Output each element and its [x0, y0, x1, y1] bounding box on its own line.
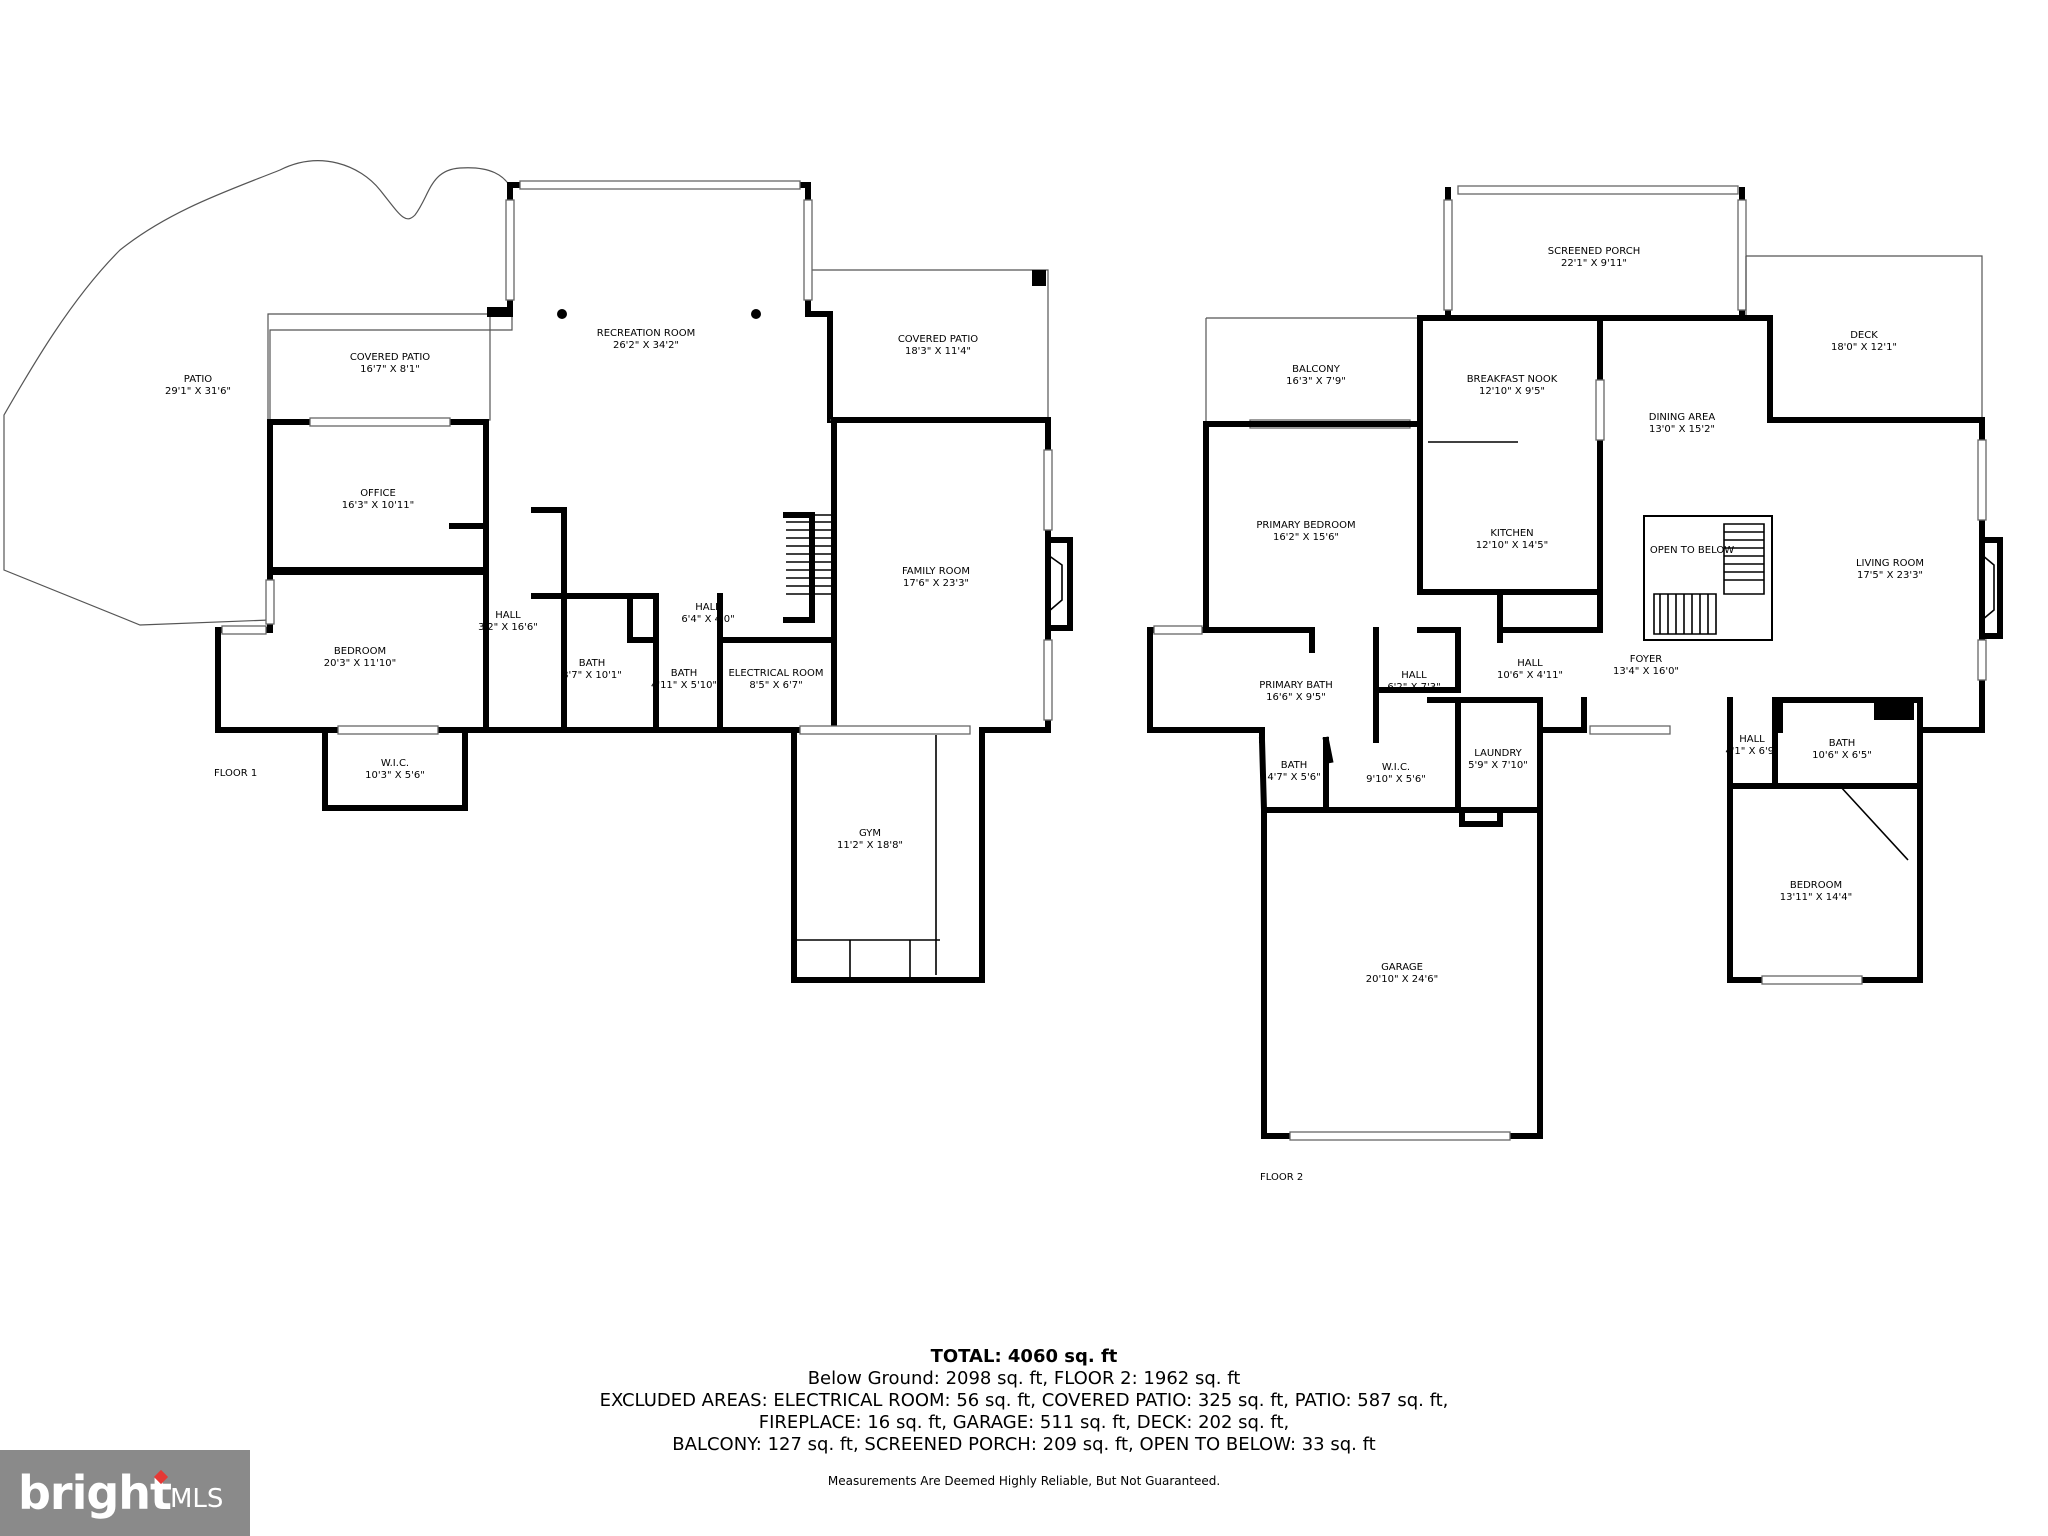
- f1-covered-patio-left-dims: 16'7" X 8'1": [360, 364, 420, 375]
- f1-wic-name: W.I.C.: [381, 758, 409, 769]
- f2-wic-dims: 9'10" X 5'6": [1366, 774, 1426, 785]
- f1-gym-dims: 11'2" X 18'8": [837, 840, 903, 851]
- f2-bedroom-name: BEDROOM: [1790, 880, 1842, 891]
- floor-2-plan: SCREENED PORCH 22'1" X 9'11" DECK 18'0" …: [1147, 185, 2003, 1183]
- f2-bath-a-name: BATH: [1829, 738, 1856, 749]
- f1-hall-a-dims: 3'2" X 16'6": [478, 622, 538, 633]
- logo-brand-text: bright: [18, 1466, 172, 1520]
- f1-hall-b-name: HALL: [695, 602, 721, 613]
- f2-bath-b-name: BATH: [1281, 760, 1308, 771]
- f1-covered-patio-right-dims: 18'3" X 11'4": [905, 346, 971, 357]
- f1-covered-patio-right-name: COVERED PATIO: [898, 334, 978, 345]
- f1-office-name: OFFICE: [360, 488, 396, 499]
- f1-electrical-room-dims: 8'5" X 6'7": [749, 680, 802, 691]
- f2-primary-bath-name: PRIMARY BATH: [1259, 680, 1333, 691]
- f2-living-room-name: LIVING ROOM: [1856, 558, 1924, 569]
- f2-primary-bedroom-name: PRIMARY BEDROOM: [1256, 520, 1355, 531]
- f2-hall-c-dims: 4'1" X 6'9": [1725, 746, 1778, 757]
- f1-bath-b-name: BATH: [671, 668, 698, 679]
- f2-balcony-dims: 16'3" X 7'9": [1286, 376, 1346, 387]
- f2-hall-a-dims: 6'2" X 7'3": [1387, 682, 1440, 693]
- floor-2-label: FLOOR 2: [1260, 1172, 1303, 1183]
- f2-breakfast-nook-dims: 12'10" X 9'5": [1479, 386, 1545, 397]
- f2-screened-porch-name: SCREENED PORCH: [1548, 246, 1640, 257]
- f1-wic-dims: 10'3" X 5'6": [365, 770, 425, 781]
- summary-disclaimer: Measurements Are Deemed Highly Reliable,…: [827, 1474, 1221, 1488]
- f2-bedroom-dims: 13'11" X 14'4": [1780, 892, 1852, 903]
- f2-foyer-name: FOYER: [1630, 654, 1663, 665]
- f2-dining-area-name: DINING AREA: [1649, 412, 1716, 423]
- f1-bath-a-dims: 8'7" X 10'1": [562, 670, 622, 681]
- f2-screened-porch-dims: 22'1" X 9'11": [1561, 258, 1627, 269]
- f1-family-room-dims: 17'6" X 23'3": [903, 578, 969, 589]
- f2-living-room-dims: 17'5" X 23'3": [1857, 570, 1923, 581]
- f2-kitchen-dims: 12'10" X 14'5": [1476, 540, 1548, 551]
- f2-open-to-below-label: OPEN TO BELOW: [1650, 545, 1734, 556]
- summary-line-4: BALCONY: 127 sq. ft, SCREENED PORCH: 209…: [672, 1434, 1376, 1455]
- summary-total: TOTAL: 4060 sq. ft: [930, 1346, 1118, 1367]
- f2-dining-area-dims: 13'0" X 15'2": [1649, 424, 1715, 435]
- f1-family-room-name: FAMILY ROOM: [902, 566, 970, 577]
- f1-office-dims: 16'3" X 10'11": [342, 500, 414, 511]
- recreation-room-walls: [487, 182, 833, 423]
- f2-garage-name: GARAGE: [1381, 962, 1423, 973]
- summary-line-2: EXCLUDED AREAS: ELECTRICAL ROOM: 56 sq. …: [599, 1390, 1449, 1411]
- f2-primary-bedroom-dims: 16'2" X 15'6": [1273, 532, 1339, 543]
- f2-bath-b-dims: 4'7" X 5'6": [1267, 772, 1320, 783]
- f1-bedroom-name: BEDROOM: [334, 646, 386, 657]
- f1-patio-dims: 29'1" X 31'6": [165, 386, 231, 397]
- f1-bedroom-dims: 20'3" X 11'10": [324, 658, 396, 669]
- f2-hall-b-dims: 10'6" X 4'11": [1497, 670, 1563, 681]
- f2-foyer-dims: 13'4" X 16'0": [1613, 666, 1679, 677]
- f1-hall-b-dims: 6'4" X 4'0": [681, 614, 734, 625]
- f2-laundry-name: LAUNDRY: [1474, 748, 1522, 759]
- floor-1-label: FLOOR 1: [214, 768, 257, 779]
- summary-line-3: FIREPLACE: 16 sq. ft, GARAGE: 511 sq. ft…: [758, 1412, 1290, 1433]
- f2-wic-name: W.I.C.: [1382, 762, 1410, 773]
- f1-hall-a-name: HALL: [495, 610, 521, 621]
- floor-1-plan: PATIO 29'1" X 31'6" COVERED PATIO 16'7" …: [3, 160, 1073, 983]
- f1-gym-name: GYM: [859, 828, 881, 839]
- f2-garage-dims: 20'10" X 24'6": [1366, 974, 1438, 985]
- bright-mls-logo: bright MLS: [0, 1450, 250, 1536]
- f2-hall-c-name: HALL: [1739, 734, 1765, 745]
- patio-outline: [3, 160, 513, 626]
- f1-bath-a-name: BATH: [579, 658, 606, 669]
- f2-laundry-dims: 5'9" X 7'10": [1468, 760, 1528, 771]
- f1-recreation-room-dims: 26'2" X 34'2": [613, 340, 679, 351]
- f2-hall-b-name: HALL: [1517, 658, 1543, 669]
- f2-bath-a-dims: 10'6" X 6'5": [1812, 750, 1872, 761]
- f1-electrical-room-name: ELECTRICAL ROOM: [728, 668, 823, 679]
- f2-primary-bath-dims: 16'6" X 9'5": [1266, 692, 1326, 703]
- f1-patio-name: PATIO: [184, 374, 213, 385]
- f2-deck-name: DECK: [1850, 330, 1878, 341]
- f2-hall-a-name: HALL: [1401, 670, 1427, 681]
- f1-recreation-room-name: RECREATION ROOM: [597, 328, 696, 339]
- f2-deck-dims: 18'0" X 12'1": [1831, 342, 1897, 353]
- f1-covered-patio-left-name: COVERED PATIO: [350, 352, 430, 363]
- f2-balcony-name: BALCONY: [1292, 364, 1341, 375]
- area-summary: TOTAL: 4060 sq. ft Below Ground: 2098 sq…: [424, 1346, 1624, 1492]
- f2-kitchen-name: KITCHEN: [1490, 528, 1533, 539]
- summary-line-1: Below Ground: 2098 sq. ft, FLOOR 2: 1962…: [807, 1368, 1241, 1389]
- logo-mls-text: MLS: [170, 1484, 224, 1514]
- f2-breakfast-nook-name: BREAKFAST NOOK: [1467, 374, 1558, 385]
- f1-bath-b-dims: 4'11" X 5'10": [651, 680, 717, 691]
